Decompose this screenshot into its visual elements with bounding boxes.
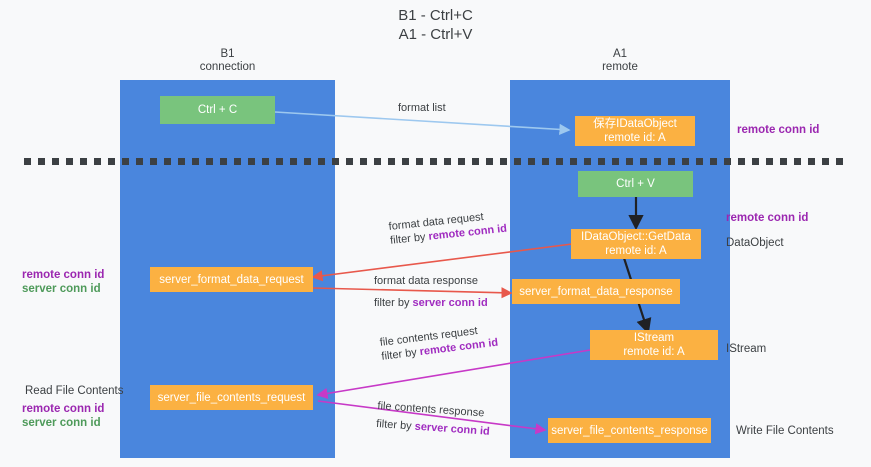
node-server-file-contents-request[interactable]: server_file_contents_request	[150, 385, 313, 410]
annotation-left-remote-conn-id-a: remote conn id	[22, 269, 105, 281]
column-header-a1: A1 remote	[602, 48, 638, 73]
node-server-format-data-response[interactable]: server_format_data_response	[512, 279, 680, 304]
edge-label-format-data-response-line1: format data response	[374, 275, 478, 287]
annotation-write-file-contents: Write File Contents	[736, 425, 834, 437]
node-ctrl-v[interactable]: Ctrl + V	[578, 171, 693, 197]
edge-label-format-data-request: format data request filter by remote con…	[388, 208, 508, 248]
edge-label-file-contents-response: file contents response filter by server …	[376, 399, 492, 439]
annotation-left-server-conn-id-a: server conn id	[22, 283, 101, 295]
node-idataobject-getdata[interactable]: IDataObject::GetData remote id: A	[571, 229, 701, 259]
diagram-title: B1 - Ctrl+C A1 - Ctrl+V	[398, 7, 473, 43]
column-header-b1: B1 connection	[199, 48, 256, 73]
edge-label-format-data-response-line2: filter by server conn id	[374, 297, 488, 309]
annotation-istream: IStream	[726, 343, 767, 355]
node-server-file-contents-response[interactable]: server_file_contents_response	[548, 418, 711, 443]
node-istream[interactable]: IStream remote id: A	[590, 330, 718, 360]
edge-label-file-contents-request: file contents request filter by remote c…	[379, 322, 499, 364]
annotation-read-file-contents: Read File Contents	[25, 385, 124, 397]
key-server-conn-id: server conn id	[414, 420, 491, 438]
annotation-remote-conn-id-mid: remote conn id	[726, 212, 809, 224]
edge-label-format-list: format list	[398, 101, 446, 115]
annotation-left-remote-conn-id-b: remote conn id	[22, 403, 105, 415]
annotation-dataobject: DataObject	[726, 237, 784, 249]
edge-label-file-contents-response-line2: filter by server conn id	[375, 417, 491, 438]
node-ctrl-c[interactable]: Ctrl + C	[160, 96, 275, 124]
edge-label-format-data-response: format data response filter by server co…	[374, 274, 488, 310]
node-server-format-data-request[interactable]: server_format_data_request	[150, 267, 313, 292]
annotation-remote-conn-id-top: remote conn id	[737, 124, 820, 136]
annotation-left-server-conn-id-b: server conn id	[22, 417, 101, 429]
edge-label-format-list-line1: format list	[398, 102, 446, 114]
key-server-conn-id: server conn id	[412, 297, 488, 309]
phase-divider-dashed-line	[24, 158, 846, 165]
node-save-idataobject[interactable]: 保存IDataObject remote id: A	[575, 116, 695, 146]
